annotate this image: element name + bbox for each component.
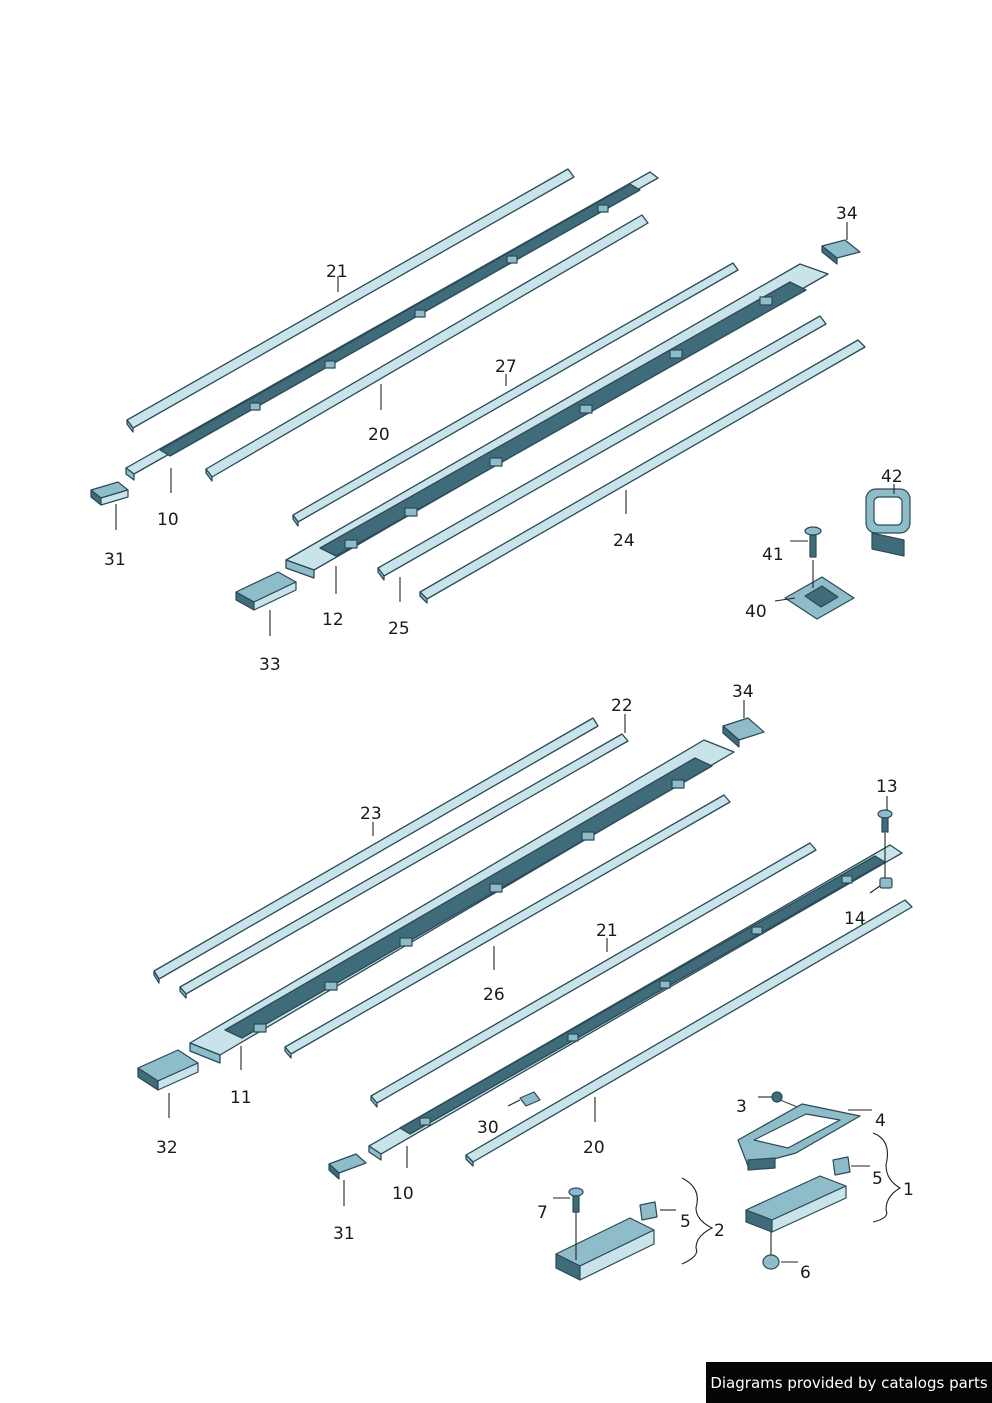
callout-10-lower: 10	[392, 1184, 414, 1204]
callout-3: 3	[736, 1097, 747, 1117]
part-24-strip	[419, 339, 866, 604]
part-42-ring-clip	[865, 488, 911, 557]
part-3-screw	[771, 1091, 801, 1109]
callout-21-lower: 21	[596, 921, 618, 941]
part-23-strip	[153, 717, 599, 984]
callout-26: 26	[483, 985, 505, 1005]
callout-21-upper: 21	[326, 262, 348, 282]
callout-34-lower: 34	[732, 682, 754, 702]
callout-24: 24	[613, 531, 635, 551]
part-6-nut	[762, 1232, 780, 1270]
callout-22: 22	[611, 696, 633, 716]
part-10-lower-rail	[368, 844, 903, 1161]
callout-5-b: 5	[680, 1212, 691, 1232]
callout-30: 30	[477, 1118, 499, 1138]
callout-31-upper: 31	[104, 550, 126, 570]
callout-6: 6	[800, 1263, 811, 1283]
callout-33: 33	[259, 655, 281, 675]
part-7-screw	[568, 1187, 584, 1260]
part-22-strip	[179, 733, 629, 999]
callout-12: 12	[322, 610, 344, 630]
part-1-bracket	[745, 1175, 847, 1233]
callout-23: 23	[360, 804, 382, 824]
part-26-strip	[284, 794, 731, 1059]
part-30-clip	[519, 1091, 541, 1107]
part-5-clip-a	[832, 1156, 851, 1176]
callout-2: 2	[714, 1221, 725, 1241]
leader-lines	[115, 222, 895, 1263]
callout-31-lower: 31	[333, 1224, 355, 1244]
callout-7: 7	[537, 1203, 548, 1223]
part-34-lower-clip	[722, 717, 765, 748]
callout-34-upper: 34	[836, 204, 858, 224]
part-11-rail	[189, 739, 735, 1064]
callout-25: 25	[388, 619, 410, 639]
callout-20-lower: 20	[583, 1138, 605, 1158]
callout-42: 42	[881, 467, 903, 487]
part-2-bracket	[555, 1217, 655, 1281]
part-33-cap	[235, 571, 297, 611]
part-31-upper-cap	[90, 481, 129, 506]
part-20-upper-strip	[205, 214, 649, 482]
callout-10-upper: 10	[157, 510, 179, 530]
callout-40: 40	[745, 602, 767, 622]
part-34-upper-clip	[821, 239, 861, 265]
callout-14: 14	[844, 909, 866, 929]
part-40-bracket	[784, 560, 855, 620]
callout-32: 32	[156, 1138, 178, 1158]
part-13-screw	[877, 809, 893, 878]
part-10-upper-rail	[125, 171, 659, 481]
part-12-rail	[285, 263, 829, 579]
callout-1: 1	[903, 1180, 914, 1200]
callout-27: 27	[495, 357, 517, 377]
part-27-strip	[292, 262, 739, 527]
part-21-upper-strip	[126, 168, 575, 433]
callout-11: 11	[230, 1088, 252, 1108]
callout-20-upper: 20	[368, 425, 390, 445]
part-41-screw	[804, 526, 822, 558]
part-31-lower-cap	[328, 1153, 367, 1180]
part-14-nut	[879, 877, 893, 889]
part-25-strip	[377, 315, 827, 581]
callout-13: 13	[876, 777, 898, 797]
part-5-clip-b	[639, 1201, 658, 1221]
group-2-brace	[681, 1177, 714, 1265]
credit-banner: Diagrams provided by catalogs parts	[706, 1362, 992, 1403]
part-21-lower-strip	[370, 842, 817, 1108]
callout-41: 41	[762, 545, 784, 565]
part-4-handle	[737, 1103, 861, 1171]
part-20-lower-strip	[465, 899, 913, 1167]
group-1-brace	[872, 1132, 902, 1223]
callout-numbers: 21 34 27 20 10 31 42 41 24 12 25 40 33 2…	[104, 204, 914, 1283]
callout-5-a: 5	[872, 1169, 883, 1189]
callout-4: 4	[875, 1111, 886, 1131]
part-32-cap	[137, 1049, 199, 1091]
